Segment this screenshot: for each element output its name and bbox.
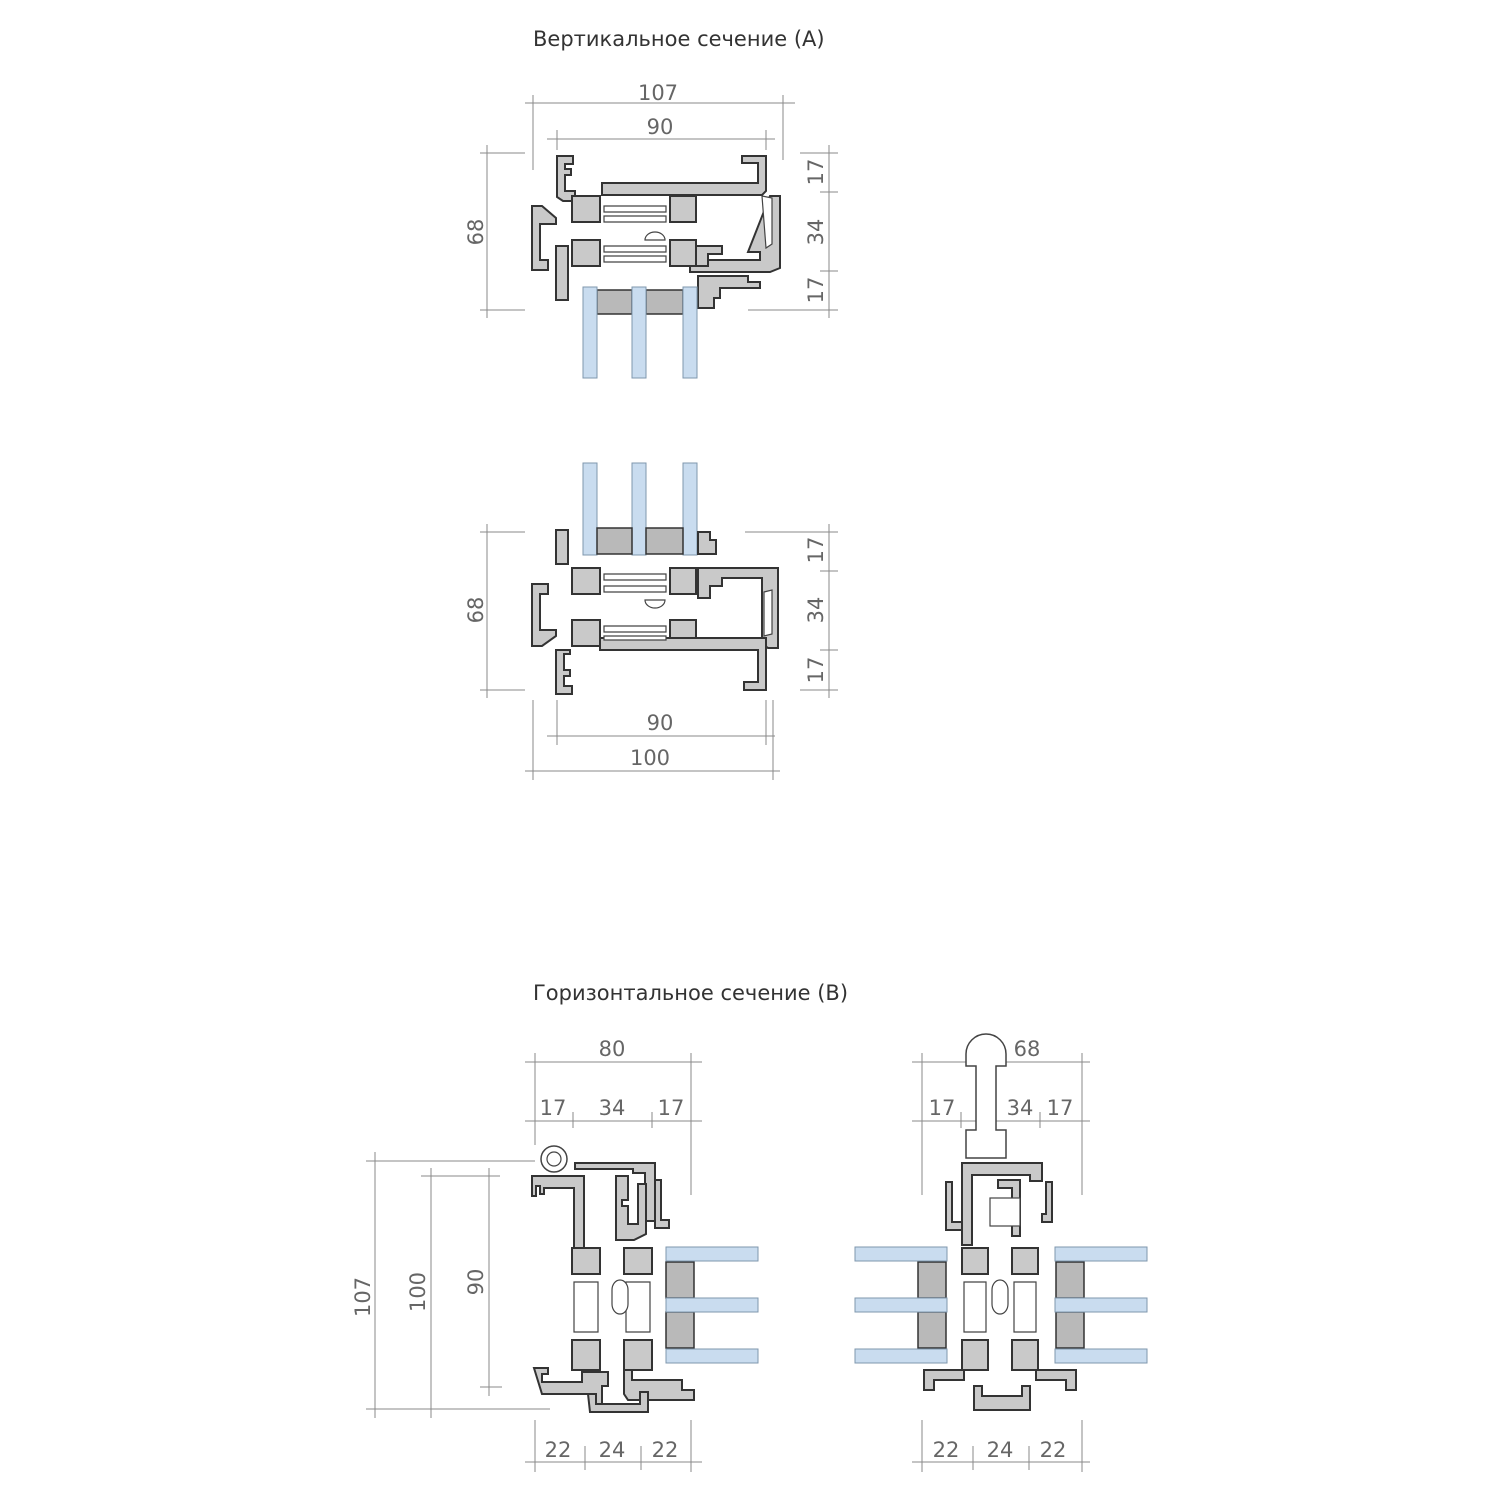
dim-a-bottom-17b: 17 xyxy=(804,657,828,684)
dim-b-right-34: 34 xyxy=(1007,1096,1034,1120)
dim-a-top-107: 107 xyxy=(638,81,678,105)
section-a-bottom-dimensions xyxy=(480,524,838,780)
glass-pane xyxy=(665,1297,759,1313)
dim-b-right-17b: 17 xyxy=(1047,1096,1074,1120)
dim-b-right-22a: 22 xyxy=(933,1438,960,1462)
dim-b-left-24: 24 xyxy=(599,1438,626,1462)
dim-a-bottom-68: 68 xyxy=(464,597,488,624)
glass-pane xyxy=(665,1348,759,1364)
dim-b-left-22b: 22 xyxy=(652,1438,679,1462)
section-b-left-dimensions xyxy=(366,1053,702,1472)
dim-a-top-17b: 17 xyxy=(804,277,828,304)
dim-b-left-107: 107 xyxy=(351,1277,375,1317)
dim-b-right-17a: 17 xyxy=(929,1096,956,1120)
glass-pane xyxy=(582,286,598,379)
dim-a-bottom-100: 100 xyxy=(630,746,670,770)
dim-b-left-100: 100 xyxy=(406,1272,430,1312)
glass-pane xyxy=(582,462,598,556)
dim-b-left-17a: 17 xyxy=(540,1096,567,1120)
dim-a-top-34: 34 xyxy=(804,219,828,246)
dim-b-left-22a: 22 xyxy=(545,1438,572,1462)
glass-pane xyxy=(1054,1348,1148,1364)
glass-pane xyxy=(854,1348,948,1364)
section-b-left-profile xyxy=(531,1145,759,1413)
section-b-title: Горизонтальное сечение (B) xyxy=(533,981,848,1005)
section-b-right-profile xyxy=(854,1033,1148,1411)
dim-a-bottom-17a: 17 xyxy=(804,537,828,564)
glass-pane xyxy=(1054,1246,1148,1262)
glass-pane xyxy=(631,462,647,556)
dim-b-left-90: 90 xyxy=(464,1269,488,1296)
glass-pane xyxy=(682,462,698,556)
glass-pane xyxy=(854,1246,948,1262)
handle-icon xyxy=(965,1033,1007,1159)
glass-pane xyxy=(1054,1297,1148,1313)
section-a-top-profile xyxy=(531,155,781,379)
dim-a-top-90: 90 xyxy=(647,115,674,139)
dim-b-right-68: 68 xyxy=(1014,1037,1041,1061)
section-a-top-dimensions xyxy=(480,95,838,318)
dim-a-top-17a: 17 xyxy=(804,159,828,186)
glass-pane xyxy=(682,286,698,379)
dim-b-left-17b: 17 xyxy=(658,1096,685,1120)
section-a-title: Вертикальное сечение (A) xyxy=(533,27,825,51)
dim-a-bottom-34: 34 xyxy=(804,597,828,624)
dim-b-right-22b: 22 xyxy=(1040,1438,1067,1462)
dim-b-right-24: 24 xyxy=(987,1438,1014,1462)
glass-pane xyxy=(665,1246,759,1262)
dim-a-bottom-90: 90 xyxy=(647,711,674,735)
dim-b-left-80: 80 xyxy=(599,1037,626,1061)
glass-pane xyxy=(854,1297,948,1313)
dim-b-left-34: 34 xyxy=(599,1096,626,1120)
section-a-bottom-profile xyxy=(531,462,779,695)
glass-pane xyxy=(631,286,647,379)
dim-a-top-68: 68 xyxy=(464,219,488,246)
